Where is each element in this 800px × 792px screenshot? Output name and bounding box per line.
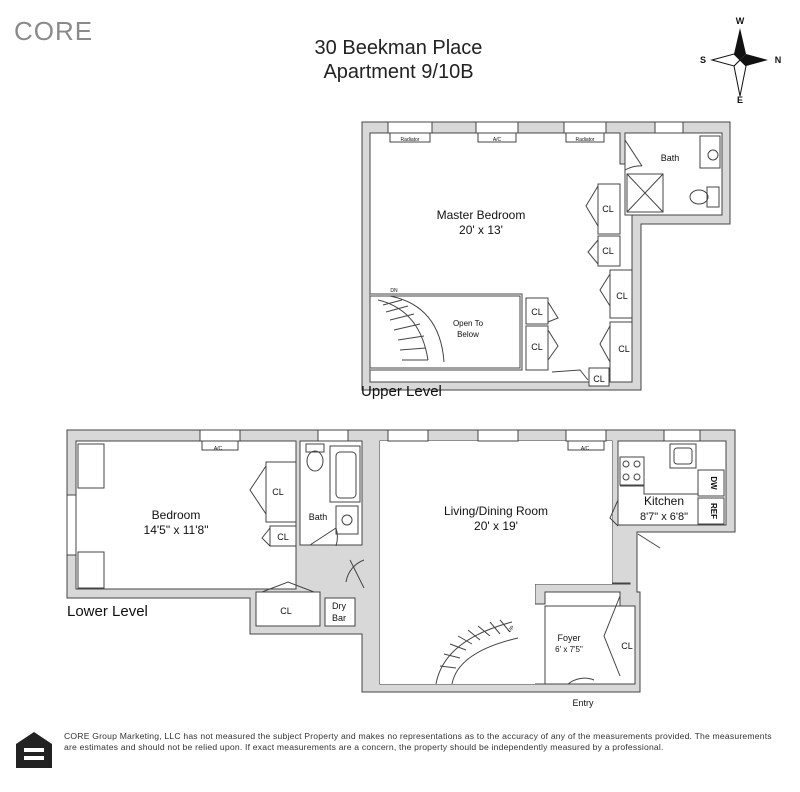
upper-bath-label: Bath [661,153,680,163]
dry-bar-line2: Bar [332,613,346,623]
stair-up-label: UP [507,624,517,634]
lower-bath-label: Bath [309,512,328,522]
listing-title: 30 Beekman Place Apartment 9/10B [0,36,800,84]
disclaimer-text: CORE Group Marketing, LLC has not measur… [64,731,772,752]
equal-housing-icon [16,732,52,768]
upper-closet-3: CL [616,291,628,301]
lower-closet: CL [280,606,292,616]
upper-level-plan [361,121,731,391]
upper-closet-7: CL [593,374,605,384]
dishwasher-label: DW [709,476,718,490]
upper-ac-label: A/C [493,137,502,143]
foyer-dim: 6' x 7'5" [555,645,583,654]
bedroom-dim: 14'5" x 11'8" [144,523,209,537]
compass-rose-icon: W E S N [700,16,781,105]
open-to-below-2: Below [457,330,479,339]
refrigerator-label: REF [709,503,718,519]
master-bedroom-dim: 20' x 13' [459,223,503,237]
upper-closet-4: CL [618,344,630,354]
open-to-below-1: Open To [453,319,484,328]
lower-level-label: Lower Level [67,603,148,620]
radiator-2-label: Radiator [576,137,595,143]
upper-closet-1: CL [602,204,614,214]
master-bedroom-label: Master Bedroom [437,208,526,222]
kitchen-dim: 8'7" x 6'8" [640,511,688,523]
living-dining-dim: 20' x 19' [474,519,518,533]
stair-dn-label: DN [390,288,398,294]
entry-label: Entry [572,698,594,708]
upper-closet-2: CL [602,246,614,256]
bedroom-ac-label: A/C [214,446,223,452]
compass-n: N [775,55,782,65]
compass-e: E [737,95,743,105]
upper-closet-6: CL [531,342,543,352]
unit-text: Apartment 9/10B [323,61,474,83]
upper-level-label: Upper Level [361,383,442,400]
compass-s: S [700,55,706,65]
foyer-closet: CL [621,641,633,651]
kitchen-label: Kitchen [644,494,684,508]
core-logo: CORE [14,16,94,46]
bedroom-closet-2: CL [277,532,289,542]
upper-closet-5: CL [531,307,543,317]
lower-level-plan [66,429,736,693]
radiator-1-label: Radiator [401,137,420,143]
foyer-label: Foyer [557,633,580,643]
compass-w: W [736,16,745,26]
bedroom-label: Bedroom [152,508,201,522]
dry-bar-line1: Dry [332,601,346,611]
bedroom-closet-1: CL [272,487,284,497]
living-ac-label: A/C [581,446,590,452]
living-dining-label: Living/Dining Room [444,504,548,518]
address-text: 30 Beekman Place [314,37,483,59]
